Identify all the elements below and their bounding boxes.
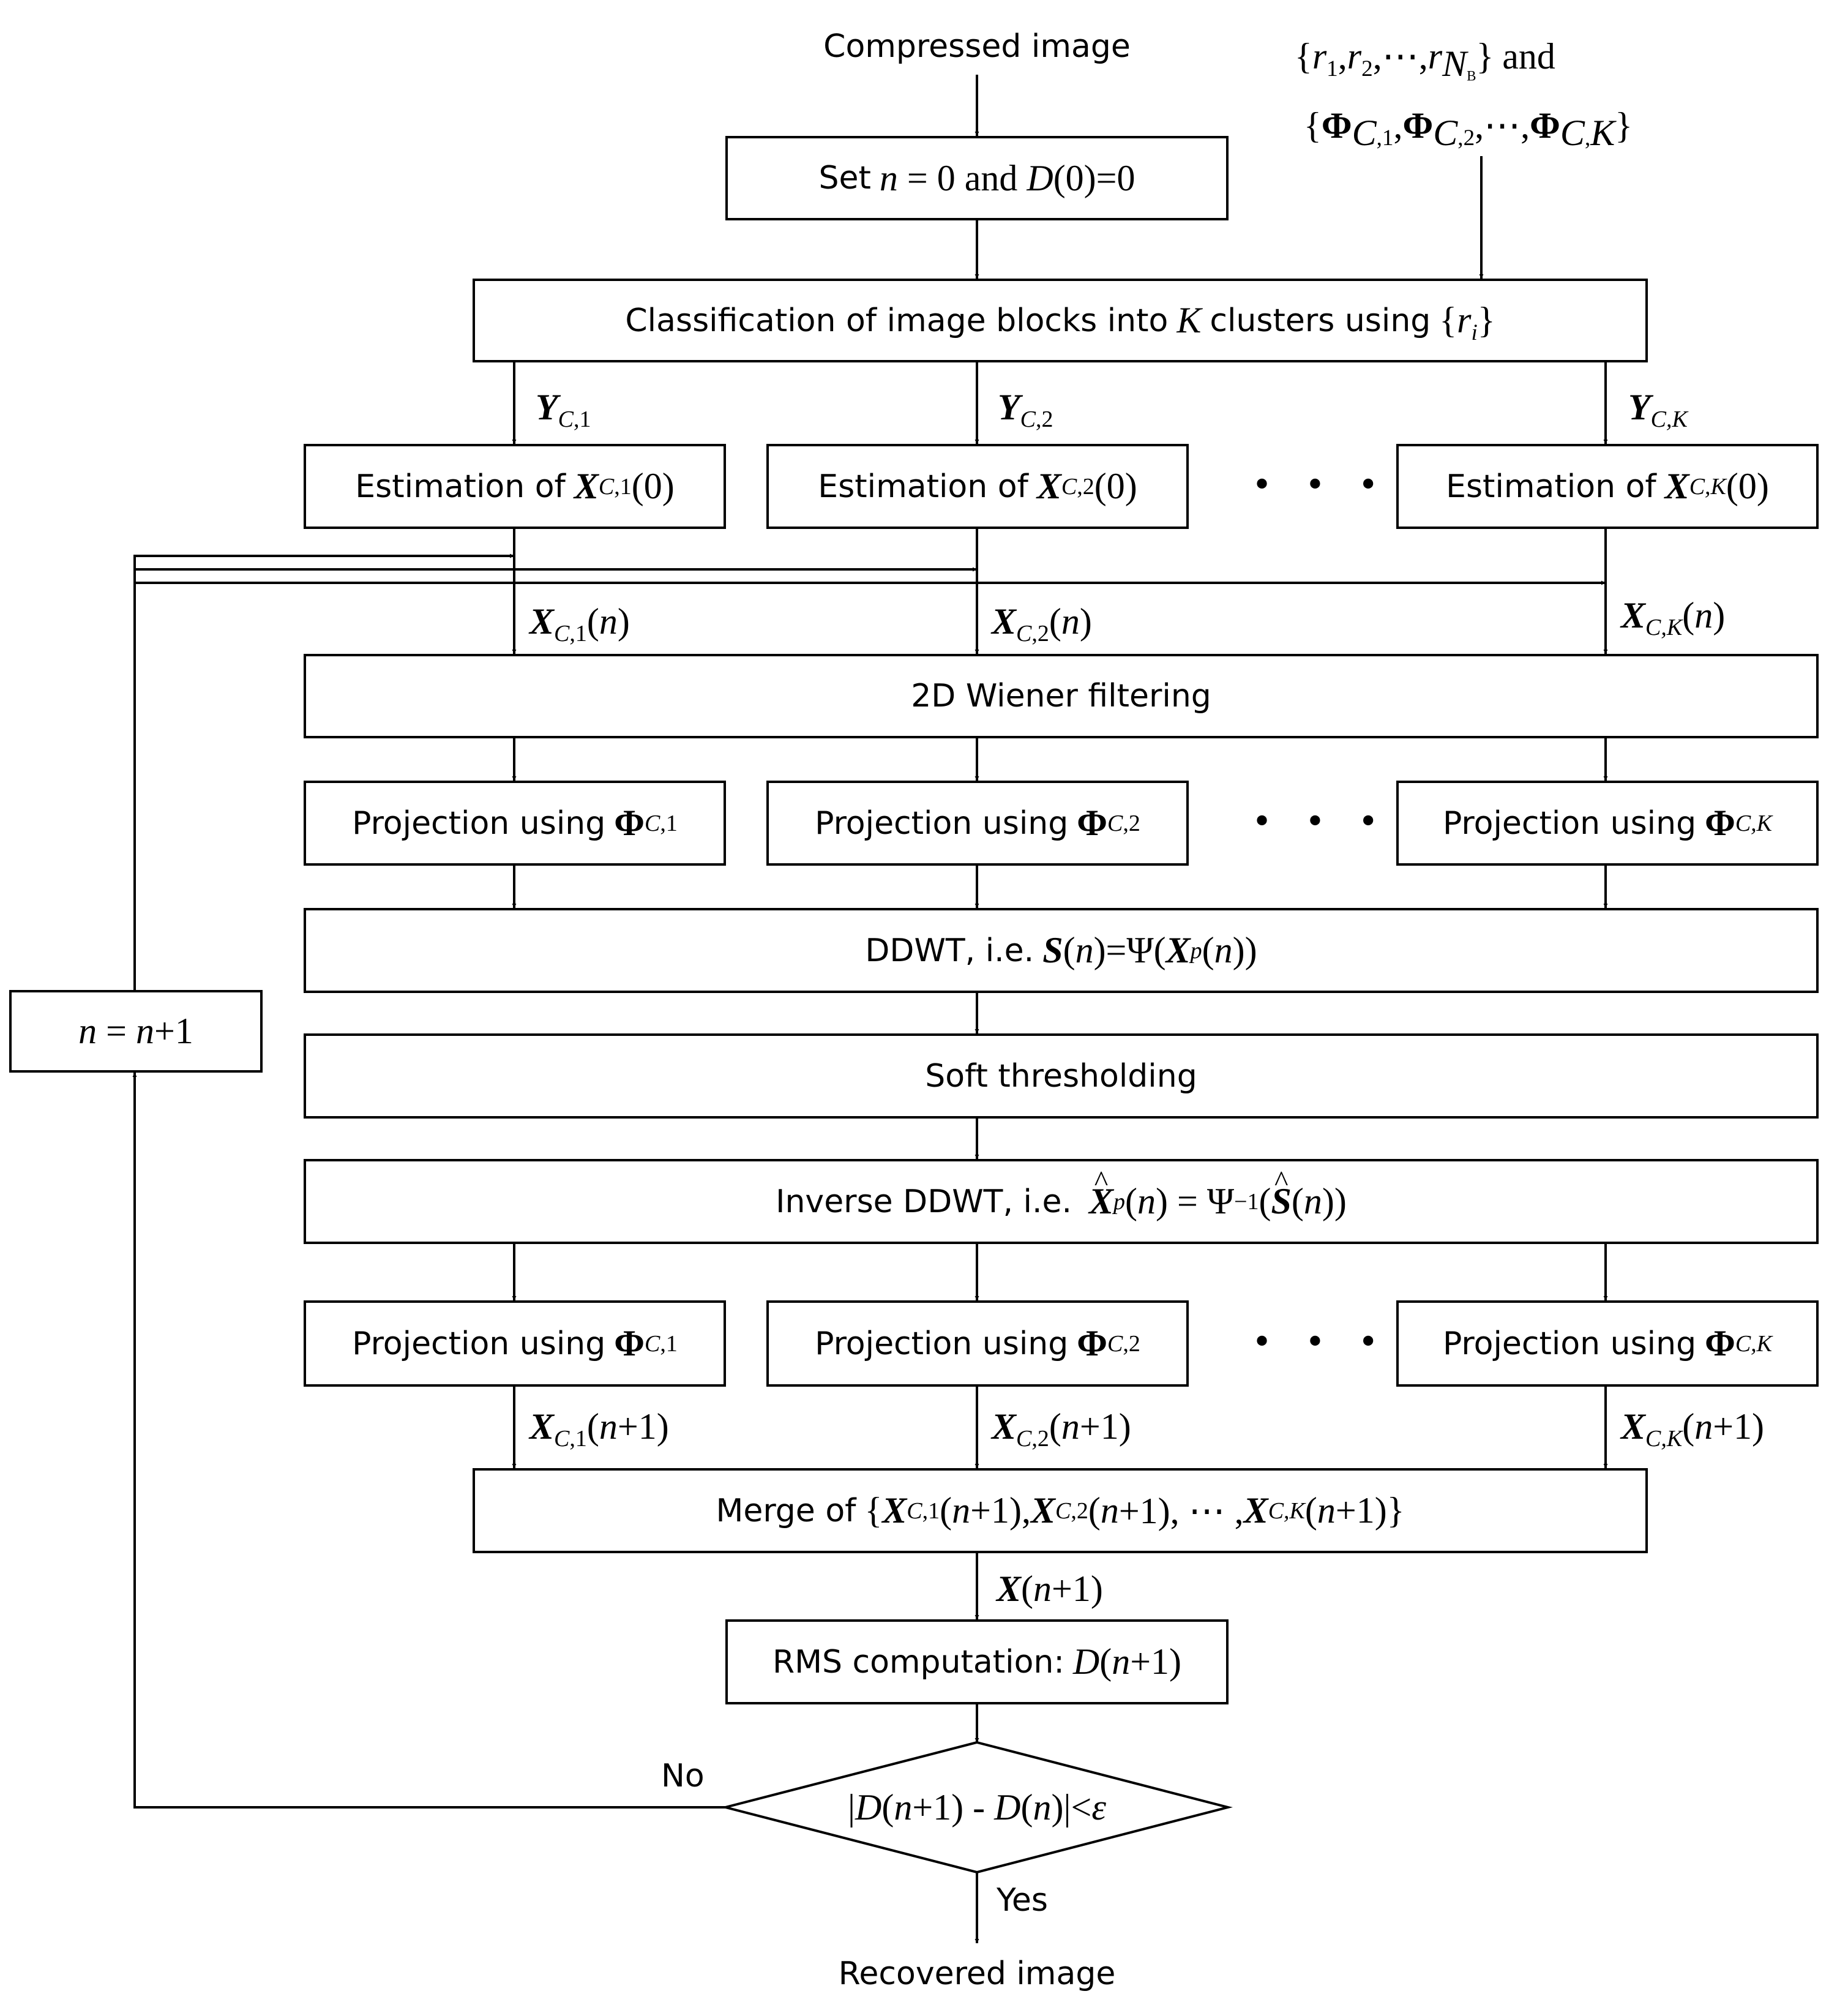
rms-text: RMS computation: [772,1643,1064,1681]
inputs-label: {r1,r2,⋯,rNB}and [1295,36,1555,84]
projection-text-1a: Projection using [352,804,606,842]
ellipsis-3: • • • [1252,1322,1390,1362]
estimation-text-1: Estimation of [355,468,566,505]
arrow-no-loop [132,1073,725,1809]
wiener-box: 2D Wiener filtering [304,654,1819,738]
soft-text: Soft thresholding [925,1057,1197,1095]
update-box: n = n+1 [9,990,263,1073]
label-YK: YC,K [1628,387,1688,433]
ddwt-text: DDWT, i.e. [865,932,1034,969]
classification-clusters: clusters using [1210,302,1431,339]
inverse-ddwt-text: Inverse DDWT, i.e. [776,1183,1072,1220]
merge-text: Merge of [716,1492,856,1529]
decision-condition: |D(n+1) - D(n)|<ε [848,1787,1106,1827]
projection-text-Kb: Projection using [1442,1325,1697,1362]
rms-box: RMS computation:D(n+1) [725,1619,1229,1704]
label-X2n1: XC,2(n+1) [992,1406,1131,1452]
decision-diamond [725,1741,1233,1874]
inverse-ddwt-box: Inverse DDWT, i.e.Xp(n) = Ψ−1(S(n)) [304,1159,1819,1244]
label-Xn1: X(n+1) [997,1569,1103,1609]
label-X2n: XC,2(n) [992,601,1092,647]
r-set: {r1,r2,⋯,rNB} [1295,36,1494,84]
start-label: Compressed image [823,28,1131,65]
yes-label: Yes [997,1882,1048,1919]
end-label: Recovered image [838,1955,1116,1992]
projection-text-2b: Projection using [815,1325,1069,1362]
phi-set-label: {ΦC,1,ΦC,2,⋯,ΦC,K} [1304,105,1633,153]
ellipsis-1: • • • [1252,465,1390,505]
estimation-text-2: Estimation of [818,468,1028,505]
label-XKn: XC,K(n) [1621,595,1726,641]
label-Y2: YC,2 [998,387,1053,433]
no-label: No [661,1758,705,1794]
classification-text: Classification of image blocks into [625,302,1169,339]
wiener-text: 2D Wiener filtering [911,678,1211,714]
projection-text-Ka: Projection using [1442,804,1697,842]
and-word: and [1502,36,1555,77]
ellipsis-2: • • • [1252,802,1390,842]
projection-text-2a: Projection using [815,804,1069,842]
label-XKn1: XC,K(n+1) [1621,1406,1765,1452]
projection-text-1b: Projection using [352,1325,606,1362]
set-text: Set [818,160,871,197]
label-Y1: YC,1 [536,387,591,433]
label-X1n: XC,1(n) [529,601,630,647]
label-X1n1: XC,1(n+1) [529,1406,669,1452]
estimation-text-K: Estimation of [1446,468,1656,505]
soft-threshold-box: Soft thresholding [304,1033,1819,1119]
